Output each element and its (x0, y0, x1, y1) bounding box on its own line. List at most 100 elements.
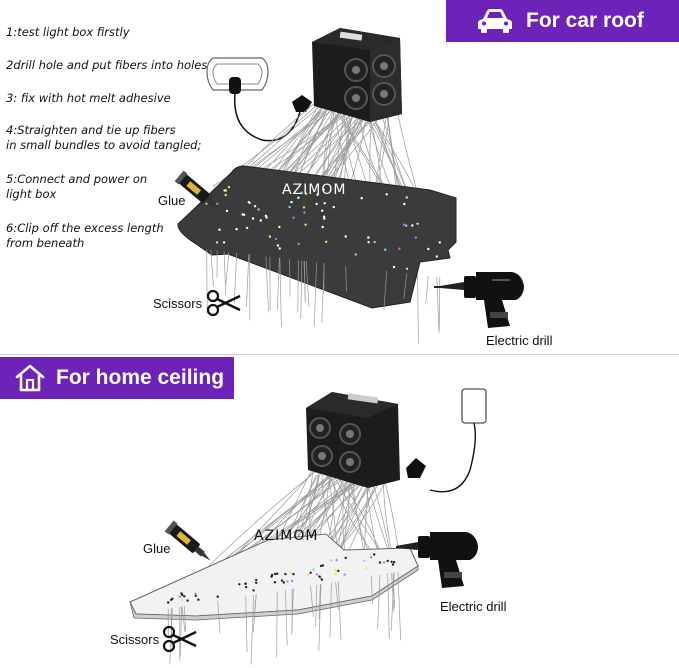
fiber-dot (334, 572, 337, 576)
fiber-dot (286, 580, 289, 583)
fiber-dot (322, 215, 326, 218)
fiber-dot (373, 240, 376, 244)
fiber-tail (252, 594, 257, 633)
light-box-icon (306, 392, 400, 488)
fiber-dot (382, 561, 386, 564)
ceiling-board (129, 533, 419, 621)
fiber-tail (370, 576, 373, 605)
home-ceiling-illustration: AZIMOM (129, 388, 487, 665)
fiber-tail (233, 252, 237, 304)
fiber-dot (334, 569, 338, 572)
fiber-dot (273, 581, 277, 584)
fiber-dot (297, 242, 300, 245)
fiber-tail (289, 259, 291, 297)
fiber-dot (354, 253, 357, 256)
fiber-dot (309, 571, 312, 574)
fiber-tail (329, 582, 332, 637)
fiber-tail (337, 581, 342, 640)
fiber-dot (212, 184, 216, 187)
fiber-dot (224, 193, 227, 197)
fiber-dot (391, 563, 395, 566)
fiber-dot (335, 558, 338, 562)
fiber-dot (390, 560, 393, 563)
fiber-dot (323, 202, 326, 205)
car-roof-banner-label: For car roof (526, 9, 644, 32)
fiber-dot (315, 573, 319, 576)
fiber-dot (393, 560, 396, 564)
fiber-dot (320, 578, 323, 581)
step-6-text: 6:Clip off the excess length (6, 221, 164, 235)
power-adapter-icon (406, 388, 487, 493)
fiber-dot (180, 598, 184, 602)
fiber-dot (222, 241, 226, 244)
fiber-dot (363, 559, 366, 562)
fiber-dot (416, 222, 419, 225)
fiber-dot (270, 575, 273, 578)
fiber-dot (251, 217, 255, 220)
home-brand-text: AZIMOM (254, 528, 318, 544)
fiber-tail (180, 606, 182, 657)
fiber-dot (319, 564, 323, 568)
fiber-dot (344, 235, 347, 238)
fiber-dot (181, 593, 184, 597)
fiber-dot (435, 255, 438, 258)
power-plug-icon (406, 458, 426, 478)
fiber-dot (227, 185, 231, 189)
fiber-tail (383, 270, 388, 311)
step-4-text: 4:Straighten and tie up fibers (6, 123, 176, 137)
fiber-dot (321, 225, 324, 229)
fiber-tail (390, 572, 395, 631)
fiber-dot (386, 559, 389, 563)
fiber-dot (360, 197, 363, 200)
fiber-tail (210, 249, 214, 287)
home-glue-label: Glue (143, 541, 171, 556)
fiber-tail (246, 254, 250, 307)
fiber-dot (197, 598, 200, 601)
roof-socket-icon (206, 57, 269, 94)
fiber-tail (181, 606, 186, 632)
fiber-tail (276, 591, 278, 658)
fiber-tail (245, 596, 248, 653)
power-plug-icon (292, 95, 312, 112)
fiber-dot (292, 216, 295, 219)
fiber-dot (378, 561, 382, 564)
car-roof-banner: For car roof (446, 0, 679, 42)
fiber-tail (403, 273, 408, 299)
fiber-dot (290, 579, 294, 583)
fiber-dot (253, 205, 257, 208)
fiber-dot (194, 592, 197, 595)
fiber-dots (167, 545, 400, 604)
home-ceiling-banner: For home ceiling (0, 357, 234, 399)
fiber-dot (398, 247, 401, 250)
home-drill-label: Electric drill (440, 599, 507, 614)
fiber-tail (345, 265, 347, 292)
home-ceiling-banner-label: For home ceiling (56, 366, 225, 389)
car-scissors-label: Scissors (153, 296, 203, 311)
fiber-dot (282, 581, 285, 584)
fiber-dot (225, 209, 229, 213)
fiber-tail (305, 261, 310, 307)
fiber-dot (268, 235, 272, 238)
fiber-dot (315, 202, 318, 206)
fiber-tail (291, 588, 294, 634)
fiber-dot (280, 579, 284, 582)
car-glue-label: Glue (158, 193, 186, 208)
fiber-dot (218, 228, 221, 231)
fiber-dot (297, 196, 300, 199)
house-icon (14, 363, 46, 393)
fiber-dot (292, 572, 295, 576)
electric-drill-icon (396, 532, 478, 588)
step-3-text: 3: fix with hot melt adhesive (6, 91, 171, 105)
fiber-tail (335, 581, 339, 610)
fiber-dot (257, 208, 260, 211)
light-box-icon (312, 28, 402, 122)
fiber-dot (223, 189, 226, 192)
fiber-dot (245, 226, 249, 230)
fiber-tail (223, 251, 227, 295)
fiber-tail (417, 274, 419, 345)
fiber-dot (392, 265, 396, 269)
fiber-tail (436, 276, 440, 333)
fiber-dots (205, 184, 441, 270)
fiber-dot (384, 248, 387, 251)
fiber-dot (216, 202, 219, 205)
